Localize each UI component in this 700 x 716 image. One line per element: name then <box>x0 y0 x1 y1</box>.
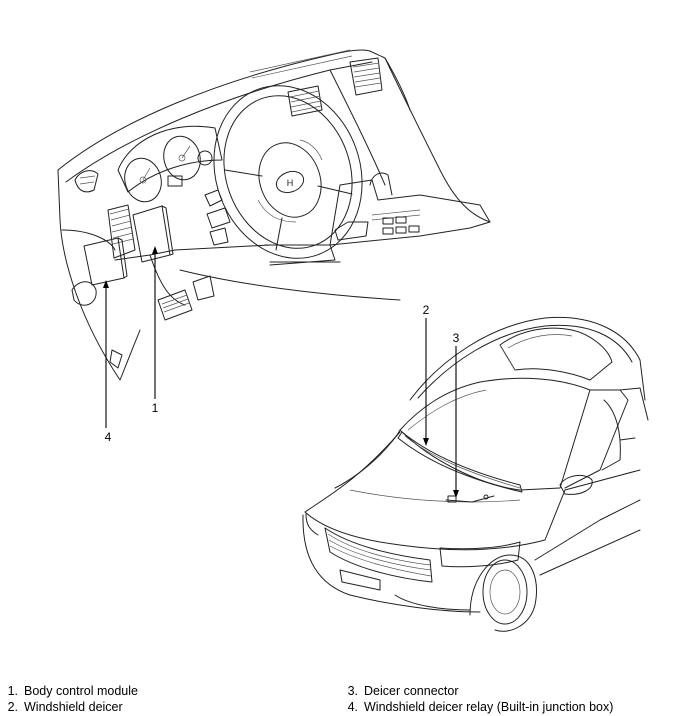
front-wheel <box>469 554 537 632</box>
sunroof <box>499 327 613 381</box>
instrument-cluster <box>117 125 223 203</box>
legend-label: Windshield deicer <box>24 700 123 714</box>
upper-air-vent <box>287 85 323 117</box>
body-control-module <box>132 205 174 263</box>
side-mirror <box>559 474 593 495</box>
center-console <box>264 172 491 266</box>
left-air-vent <box>74 170 99 193</box>
legend-label: Deicer connector <box>364 684 459 698</box>
legend-number: 3. <box>347 684 358 698</box>
callout-1: 1 <box>152 246 159 415</box>
legend: 1. Body control module 2. Windshield deice… <box>0 683 700 716</box>
junction-box <box>83 237 128 286</box>
legend-item-3: 3. Deicer connector <box>340 683 459 699</box>
legend-item-4: 4. Windshield deicer relay (Built-in junc… <box>340 699 614 715</box>
legend-label: Body control module <box>24 684 138 698</box>
front-grille <box>324 527 433 583</box>
legend-label: Windshield deicer relay (Built-in juncti… <box>364 700 614 714</box>
legend-number: 1. <box>7 684 18 698</box>
legend-number: 2. <box>7 700 18 714</box>
legend-number: 4. <box>347 700 358 714</box>
callout-2: 2 <box>423 303 430 446</box>
callout-number-2: 2 <box>423 303 430 317</box>
callout-number-1: 1 <box>152 401 159 415</box>
callout-number-3: 3 <box>453 331 460 345</box>
legend-item-1: 1. Body control module <box>0 683 138 699</box>
deicer-connector <box>445 494 495 503</box>
windshield <box>399 377 591 491</box>
callout-number-4: 4 <box>105 430 112 444</box>
car-illustration <box>302 316 649 632</box>
pedals <box>157 275 215 321</box>
dashboard-illustration: H <box>57 49 491 381</box>
steering-wheel: H <box>213 85 363 259</box>
center-air-vent <box>349 57 383 96</box>
side-air-vent <box>107 204 136 259</box>
callout-4: 4 <box>103 280 112 444</box>
steering-logo: H <box>287 178 294 188</box>
legend-item-2: 2. Windshield deicer <box>0 699 123 715</box>
callout-3: 3 <box>453 331 460 498</box>
